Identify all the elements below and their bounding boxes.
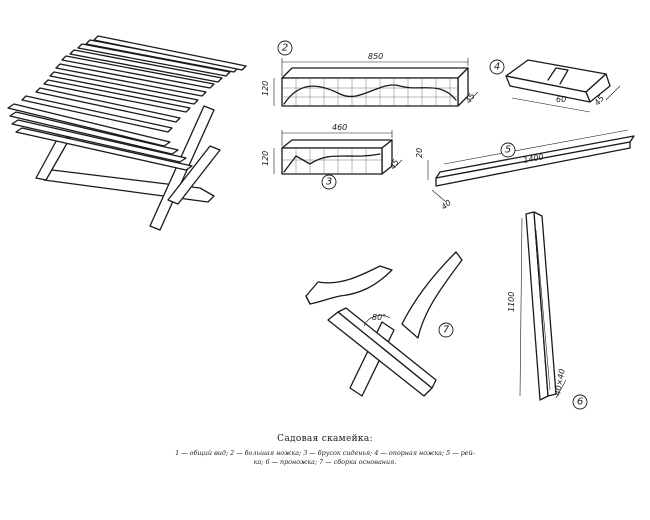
part-large-leg bbox=[273, 58, 479, 107]
back-slats bbox=[21, 35, 247, 133]
dim-45-b: 45 bbox=[388, 158, 401, 171]
part-seat-block bbox=[273, 130, 403, 175]
dim-60: 60 bbox=[556, 95, 566, 104]
part-label-circle-5 bbox=[500, 142, 516, 158]
part-label-6: 6 bbox=[577, 397, 583, 408]
part-label-circle-6 bbox=[572, 394, 588, 410]
part-label-circle-2 bbox=[277, 40, 293, 56]
caption-legend-line-1: 1 — общий вид; 2 — большая ножка; 3 — бр… bbox=[175, 449, 475, 457]
seat-slats bbox=[7, 103, 193, 171]
caption-title: Садовая скамейка: bbox=[277, 434, 373, 444]
part-label-circle-7 bbox=[438, 322, 454, 338]
dim-850: 850 bbox=[368, 52, 383, 61]
dim-40: 40 bbox=[440, 198, 454, 211]
caption-legend-line-2: ка; 6 — проножка; 7 — сборка основания. bbox=[253, 458, 397, 466]
dim-120-b: 120 bbox=[261, 151, 270, 166]
part-label-circle-3 bbox=[321, 174, 337, 190]
part-label-2: 2 bbox=[282, 43, 288, 54]
dim-460: 460 bbox=[332, 123, 347, 132]
dim-45-a: 45 bbox=[464, 92, 477, 105]
part-support-leg bbox=[505, 59, 621, 113]
dim-1400: 1400 bbox=[523, 152, 545, 165]
part-label-3: 3 bbox=[326, 177, 332, 188]
dim-angle-80: 80° bbox=[372, 313, 386, 322]
part-label-5: 5 bbox=[505, 145, 511, 156]
part-label-4: 4 bbox=[494, 62, 500, 73]
dim-20: 20 bbox=[415, 148, 424, 158]
part-slat bbox=[427, 129, 635, 203]
bench-general-view bbox=[7, 35, 247, 231]
part-base-assembly bbox=[305, 251, 463, 397]
dim-1100: 1100 bbox=[507, 292, 516, 312]
part-label-7: 7 bbox=[443, 325, 450, 336]
dim-120-a: 120 bbox=[261, 81, 270, 96]
part-stretcher bbox=[519, 211, 567, 401]
part-label-circle-4 bbox=[489, 59, 505, 75]
caption-legend: 1 — общий вид; 2 — большая ножка; 3 — бр… bbox=[150, 449, 500, 467]
